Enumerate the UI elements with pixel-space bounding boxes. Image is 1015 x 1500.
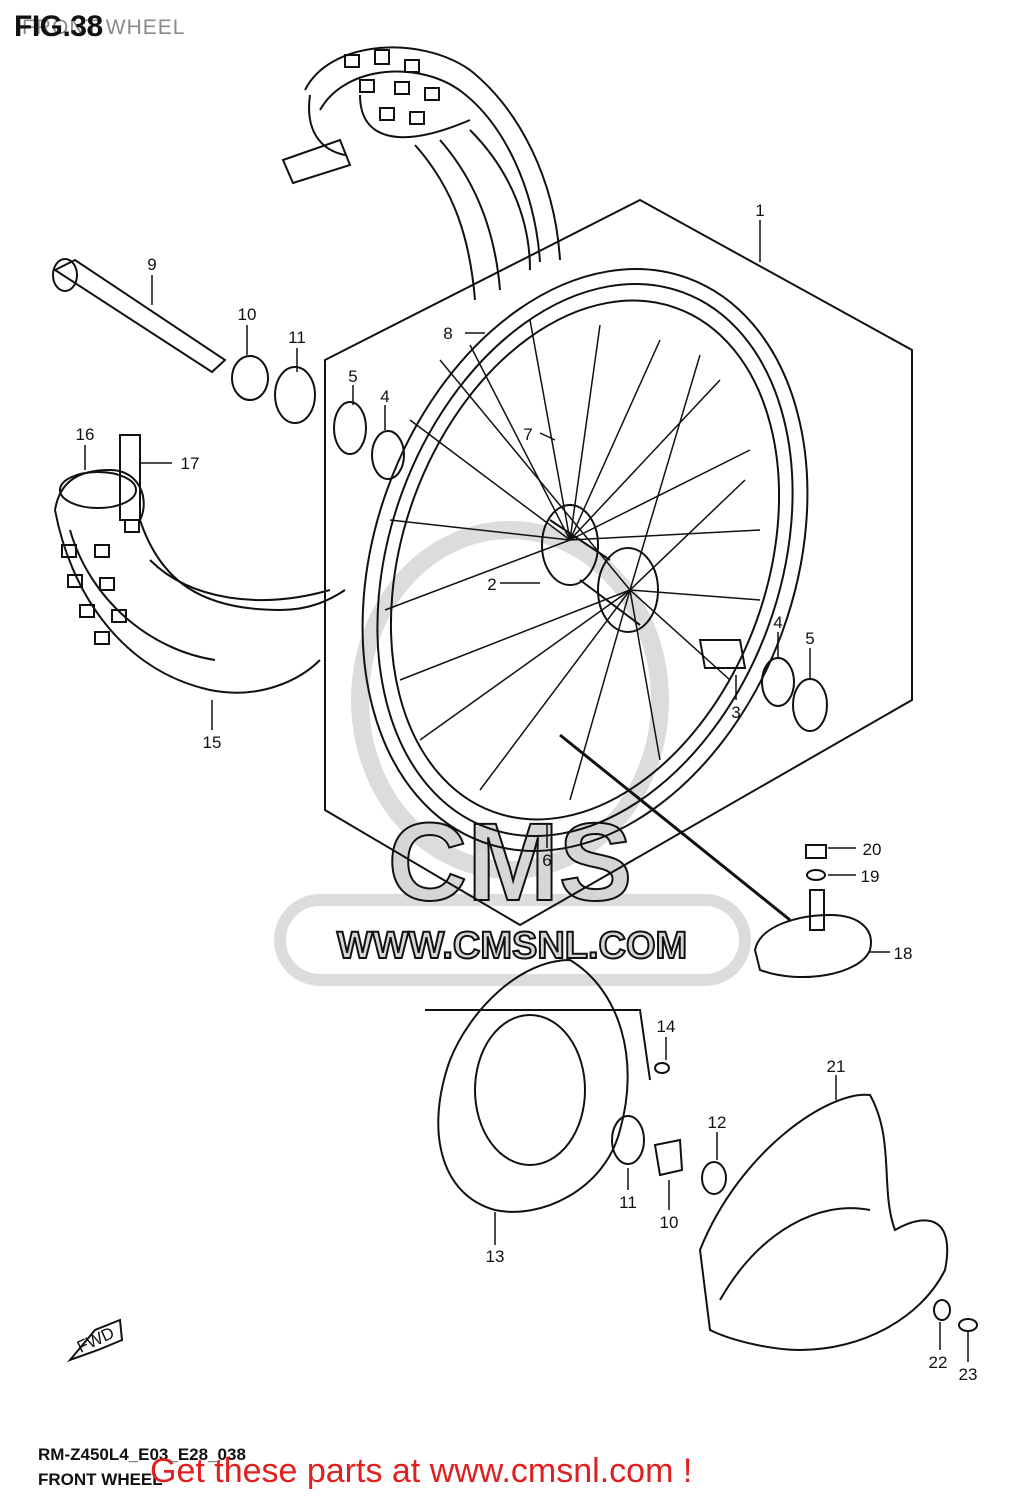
wheel-assembly-outline <box>324 198 913 927</box>
callout-label: 17 <box>181 454 200 473</box>
tire-upper <box>281 46 561 301</box>
diagram-code: RM-Z450L4_E03_E28_038 <box>38 1445 246 1464</box>
callout-label: 20 <box>863 840 882 859</box>
callout-label: 10 <box>238 305 257 324</box>
callout-label: 16 <box>76 425 95 444</box>
bearing-left <box>371 430 405 480</box>
wheel-rim <box>361 268 809 852</box>
callout-label: 22 <box>929 1353 948 1372</box>
callout-label: 18 <box>894 944 913 963</box>
promo-banner: Get these parts at www.cmsnl.com ! <box>150 1452 693 1490</box>
bearing-right <box>761 657 795 707</box>
callout-label: 2 <box>487 575 496 594</box>
tire-lower <box>54 468 346 694</box>
spacer-right <box>653 1138 684 1177</box>
collar-right <box>611 1115 645 1165</box>
callout-label: 4 <box>773 613 782 632</box>
axle <box>52 258 316 424</box>
oil-seal-right <box>792 678 828 732</box>
washer <box>933 1299 951 1321</box>
callout-label: 5 <box>348 367 357 386</box>
spokes <box>384 319 761 801</box>
callout-label: 13 <box>486 1247 505 1266</box>
fwd-arrow-icon <box>66 1318 124 1363</box>
callout-label: 15 <box>203 733 222 752</box>
watermark-url: WWW.CMSNL.COM <box>337 925 687 967</box>
figure-title: FIG.38 <box>14 10 103 43</box>
callout-label: 21 <box>827 1057 846 1076</box>
leader-lines <box>84 220 969 1362</box>
oil-seal-left <box>333 401 367 455</box>
rim-lock <box>753 844 872 979</box>
callout-label: 4 <box>380 387 389 406</box>
valve-leader <box>559 733 791 922</box>
hub <box>541 504 747 669</box>
callout-label: 9 <box>147 255 156 274</box>
callout-label: 6 <box>542 851 551 870</box>
callout-label: 11 <box>288 328 306 347</box>
callout-label: 8 <box>443 324 452 343</box>
callout-labels: 1 2 3 4 5 4 5 6 7 8 9 10 11 16 17 15 20 … <box>74 201 977 1384</box>
callout-label: 12 <box>708 1113 727 1132</box>
figure-subtitle: FRONT WHEEL <box>22 16 186 39</box>
footer-title: FRONT WHEEL <box>38 1470 163 1489</box>
brake-disc <box>425 958 651 1213</box>
rim-band-part <box>119 434 141 521</box>
front-fender <box>698 1093 949 1352</box>
callout-label: 23 <box>959 1365 978 1384</box>
callout-label: 1 <box>755 201 764 220</box>
callout-label: 3 <box>731 703 740 722</box>
callout-label: 14 <box>657 1017 676 1036</box>
axle-nut <box>701 1161 727 1195</box>
callout-label: 5 <box>805 629 814 648</box>
callout-label: 11 <box>619 1193 637 1212</box>
callout-label: 19 <box>861 867 880 886</box>
disc-bolt <box>654 1062 670 1074</box>
callout-label: 10 <box>660 1213 679 1232</box>
watermark-logo-text: CMS <box>388 801 632 924</box>
fender-bolt <box>958 1318 978 1332</box>
callout-label: 7 <box>523 425 532 444</box>
